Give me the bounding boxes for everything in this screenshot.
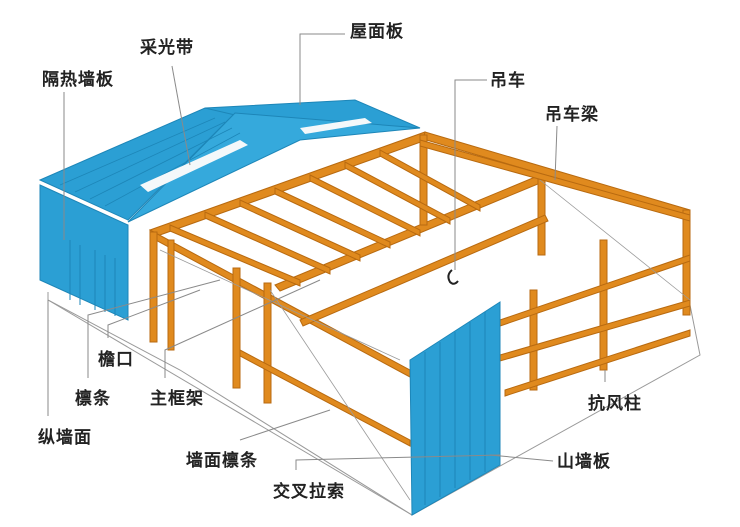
gable-wall-panel bbox=[409, 301, 501, 516]
label-crane: 吊车 bbox=[490, 71, 526, 91]
label-gable-wall-panel: 山墙板 bbox=[557, 452, 611, 472]
label-purlin: 檩条 bbox=[75, 389, 111, 409]
cross-bracing-lines bbox=[159, 179, 691, 501]
label-roof-panel: 屋面板 bbox=[350, 22, 404, 42]
label-eave: 檐口 bbox=[98, 350, 134, 370]
label-cross-bracing: 交叉拉索 bbox=[273, 482, 345, 502]
longitudinal-wall-panel bbox=[39, 184, 129, 321]
label-skylight-strip: 采光带 bbox=[140, 38, 194, 58]
leader-lines bbox=[47, 33, 606, 470]
skylight-strip-right bbox=[300, 118, 372, 134]
label-main-frame: 主框架 bbox=[150, 389, 204, 409]
label-longitudinal-wall: 纵墙面 bbox=[38, 428, 92, 448]
main-steel-frame bbox=[149, 131, 691, 447]
ground-outline bbox=[47, 292, 701, 516]
crane-hook-icon bbox=[447, 269, 459, 285]
label-crane-beam: 吊车梁 bbox=[545, 105, 599, 125]
label-wind-column: 抗风柱 bbox=[588, 394, 642, 414]
skylight-strip-left bbox=[140, 140, 248, 192]
label-wall-purlin: 墙面檩条 bbox=[186, 451, 258, 471]
label-insulated-wall-panel: 隔热墙板 bbox=[42, 70, 114, 90]
roof-panel-group bbox=[38, 99, 421, 223]
